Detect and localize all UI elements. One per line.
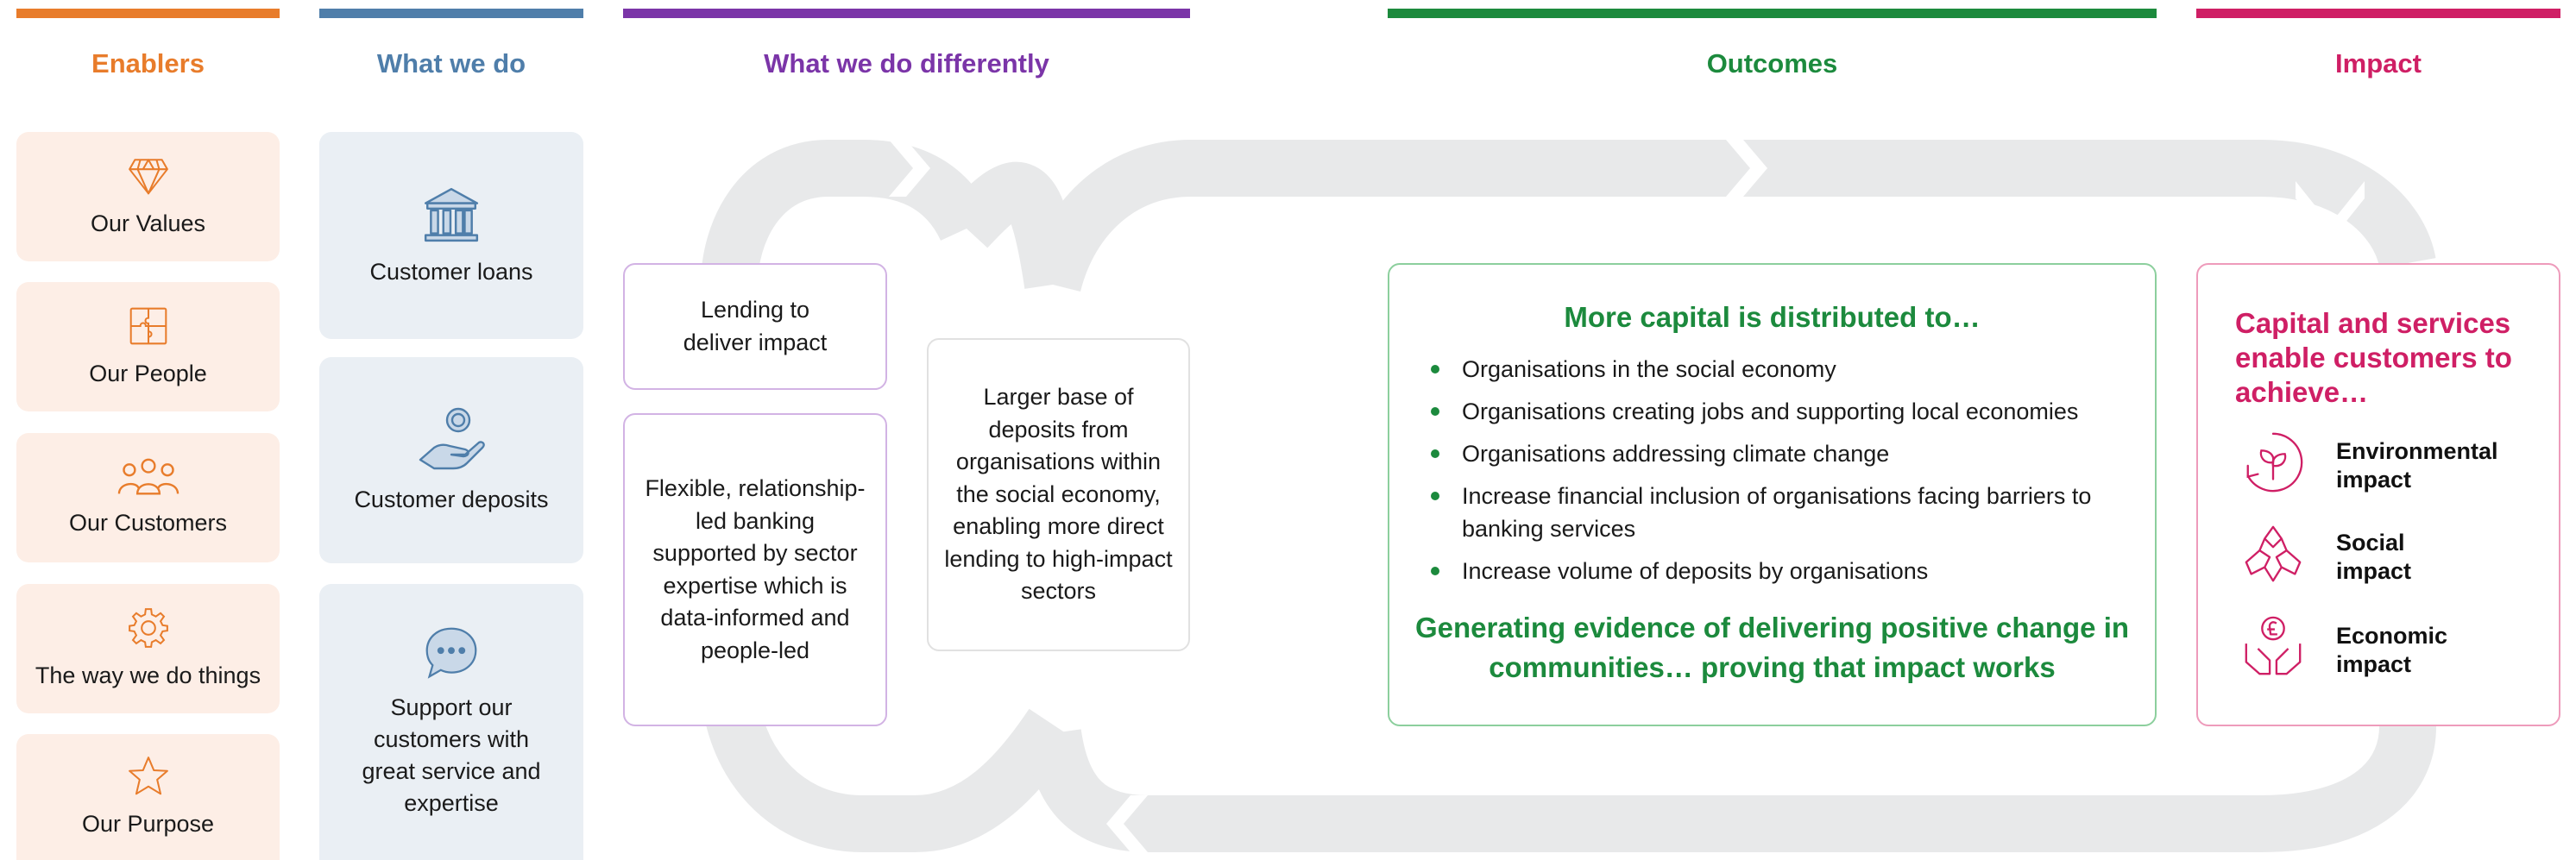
bullet-icon [1431,407,1439,416]
enabler-label: The way we do things [35,662,261,688]
impact-label: Environmental impact [2336,438,2498,493]
lending-to-deliver-impact-box: Lending to deliver impact [623,263,887,390]
bullet-icon [1431,492,1439,500]
what-we-do-top-bar [319,9,583,18]
what-we-do-card-deposits: Customer deposits [319,357,583,563]
impact-heading: Impact [2335,48,2422,78]
bullet-icon [1431,449,1439,458]
speech-bubble-icon [425,627,477,679]
enabler-card-customers: Our Customers [16,433,280,562]
puzzle-icon [129,307,167,344]
hands-together-icon [2245,525,2302,582]
outcomes-box: More capital is distributed to… Organisa… [1388,263,2157,726]
flexible-banking-box: Flexible, relationship-led banking suppo… [623,413,887,726]
impact-item-environmental: Environmental impact [2239,429,2533,503]
bullet-icon [1431,567,1439,575]
list-item: Organisations creating jobs and supporti… [1431,395,2121,428]
outcomes-list: Organisations in the social economy Orga… [1431,353,2121,597]
enabler-label: Our Purpose [81,810,215,837]
list-item: Organisations addressing climate change [1431,437,2121,470]
enablers-top-bar [16,9,280,18]
impact-top-bar [2196,9,2560,18]
what-we-do-label: Customer deposits [354,486,549,512]
list-item: Increase volume of deposits by organisat… [1431,555,2121,587]
enabler-label: Our Values [90,210,206,236]
what-we-do-card-loans: Customer loans [319,132,583,339]
list-item: Increase financial inclusion of organisa… [1431,480,2121,545]
enabler-card-values: Our Values [16,132,280,261]
diamond-icon [128,158,168,194]
impact-box: Capital and services enable customers to… [2196,263,2560,726]
enablers-heading: Enablers [91,48,205,78]
outcomes-footer: Generating evidence of delivering positi… [1414,612,2130,683]
outcomes-title: More capital is distributed to… [1564,301,1981,333]
impact-item-economic: Economic impact [2239,613,2533,687]
deposits-text: Larger base of deposits from organisatio… [944,384,1173,605]
impact-item-social: Social impact [2239,520,2533,594]
what-we-do-label: Customer loans [369,258,533,285]
deposits-base-box: Larger base of deposits from organisatio… [927,338,1190,651]
list-item: Organisations in the social economy [1431,353,2121,386]
impact-label: Social impact [2336,530,2412,584]
gear-icon [128,607,168,648]
what-we-do-label: Support our customers with great service… [362,694,541,816]
enabler-card-way: The way we do things [16,584,280,713]
what-we-do-heading: What we do [376,48,526,78]
enabler-card-people: Our People [16,282,280,411]
enabler-label: Our Customers [68,509,228,536]
flexible-text: Flexible, relationship-led banking suppo… [645,475,866,663]
what-we-do-card-support: Support our customers with great service… [319,584,583,860]
bullet-icon [1431,365,1439,374]
lending-text: Lending to deliver impact [683,297,828,355]
differently-heading: What we do differently [764,48,1049,78]
impact-label: Economic impact [2336,623,2448,677]
enabler-card-purpose: Our Purpose [16,734,280,860]
outcomes-heading: Outcomes [1706,48,1838,78]
pound-hands-icon [2245,616,2302,675]
bank-icon [424,187,479,242]
people-group-icon [117,458,179,495]
recycle-plant-icon [2246,432,2303,493]
enabler-label: Our People [89,360,207,386]
impact-title: Capital and services enable customers to… [2235,307,2512,408]
outcomes-top-bar [1388,9,2157,18]
differently-top-bar [623,9,1190,18]
star-icon [128,756,168,794]
coin-hand-icon [419,407,485,470]
